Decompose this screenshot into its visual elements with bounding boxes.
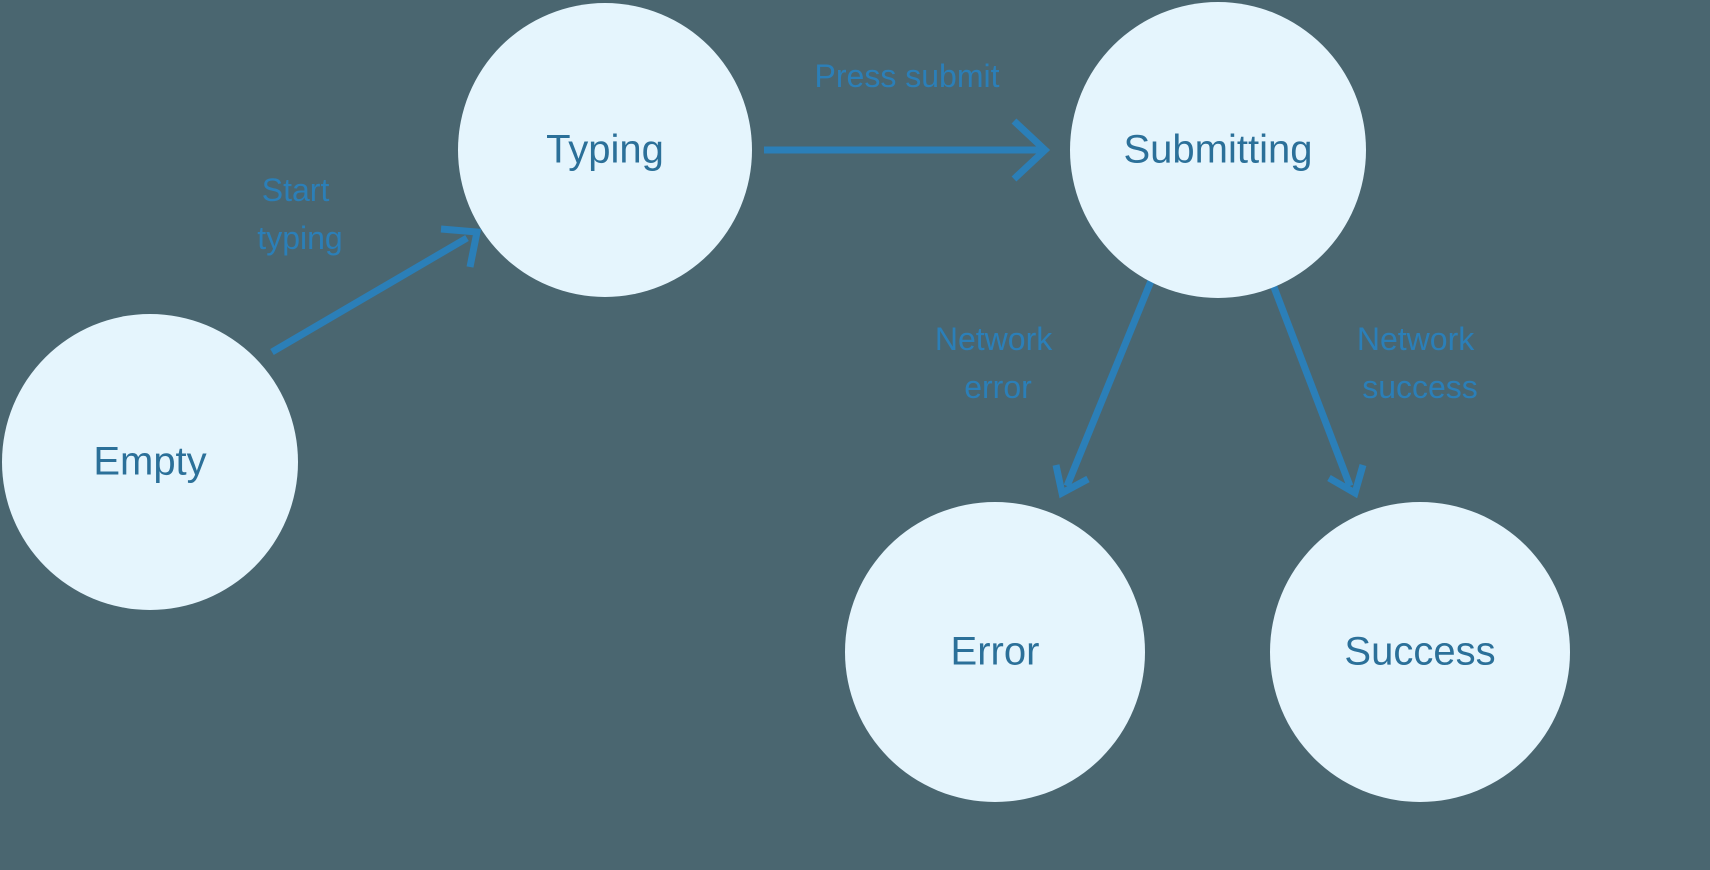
- transition-network-success-line: [1268, 280, 1354, 488]
- state-node-typing-label: Typing: [546, 128, 664, 172]
- state-node-success-label: Success: [1344, 630, 1495, 674]
- state-node-typing-circle[interactable]: [458, 3, 752, 297]
- state-node-submitting-label: Submitting: [1124, 128, 1313, 172]
- state-node-success[interactable]: Success: [1270, 502, 1570, 802]
- transition-network-success: Network success: [1268, 280, 1483, 499]
- transition-network-error-arrowhead: [1052, 464, 1090, 499]
- transition-press-submit-label-line-0: Press submit: [815, 58, 1000, 94]
- transition-start-typing-label-line-1: typing: [257, 220, 342, 256]
- state-node-success-circle[interactable]: [1270, 502, 1570, 802]
- state-node-submitting-circle[interactable]: [1070, 2, 1366, 298]
- state-node-typing[interactable]: Typing: [458, 3, 752, 297]
- transition-network-error-label: Network error: [935, 321, 1061, 405]
- transition-press-submit-label: Press submit: [815, 58, 1000, 94]
- transition-press-submit: Press submit: [764, 58, 1051, 182]
- transition-start-typing-label-line-0: Start: [262, 172, 330, 208]
- transition-network-error-line: [1063, 279, 1155, 488]
- transition-network-success-label-line-0: Network: [1357, 321, 1475, 357]
- transition-network-error: Network error: [935, 279, 1155, 499]
- state-node-error[interactable]: Error: [845, 502, 1145, 802]
- transition-network-success-label: Network success: [1357, 321, 1483, 405]
- state-node-empty[interactable]: Empty: [2, 314, 298, 610]
- state-node-error-label: Error: [951, 630, 1040, 674]
- transition-network-error-label-line-1: error: [964, 369, 1032, 405]
- transition-start-typing-line: [270, 234, 469, 356]
- transition-network-success-label-line-1: success: [1362, 369, 1478, 405]
- state-node-empty-circle[interactable]: [2, 314, 298, 610]
- transition-network-error-label-line-0: Network: [935, 321, 1053, 357]
- state-node-empty-label: Empty: [93, 440, 206, 484]
- transition-press-submit-arrowhead: [1011, 118, 1051, 182]
- transition-start-typing: Start typing: [257, 172, 482, 356]
- state-node-submitting[interactable]: Submitting: [1070, 2, 1366, 298]
- state-node-error-circle[interactable]: [845, 502, 1145, 802]
- transition-start-typing-arrowhead: [440, 225, 482, 268]
- transition-start-typing-label: Start typing: [257, 172, 342, 256]
- transition-network-success-arrowhead: [1327, 464, 1367, 499]
